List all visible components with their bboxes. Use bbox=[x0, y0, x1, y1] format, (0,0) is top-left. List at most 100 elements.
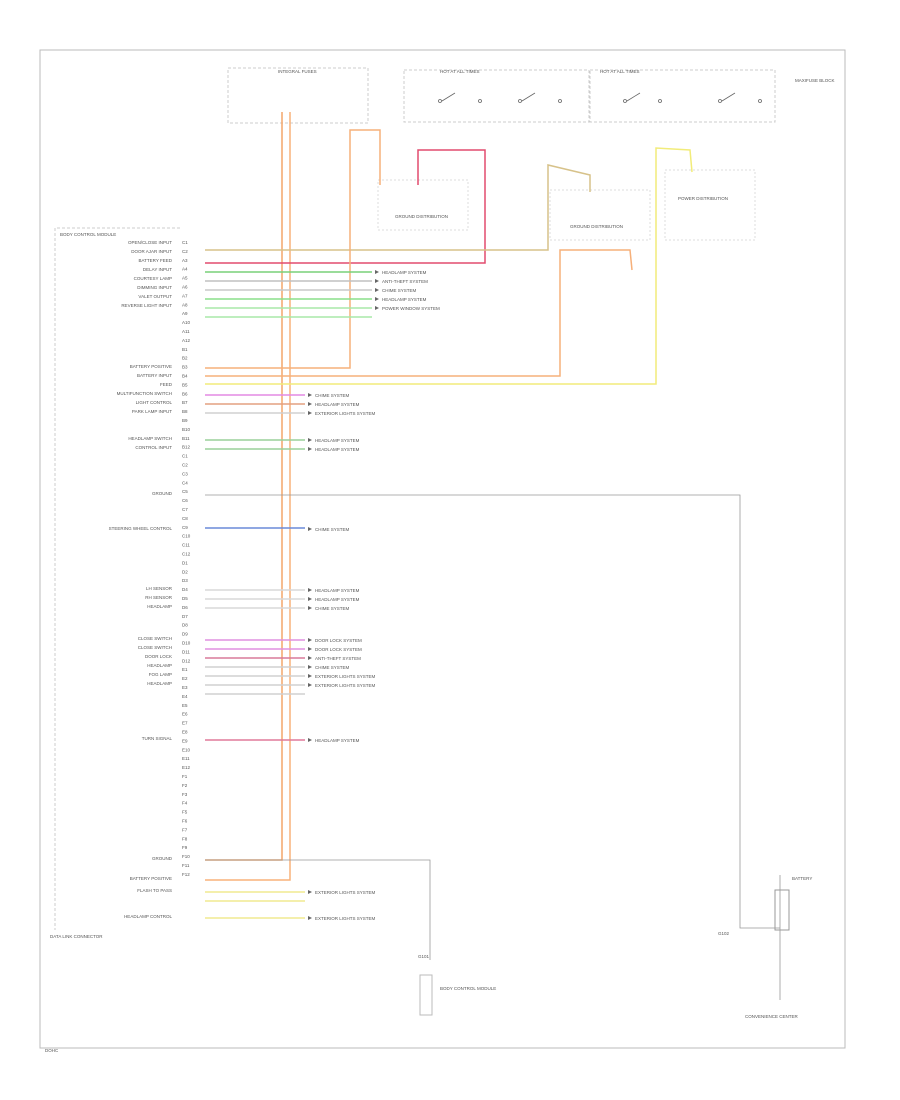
pin-label: E12 bbox=[182, 765, 191, 770]
pin-label: C6 bbox=[182, 498, 188, 503]
pin-label: A12 bbox=[182, 338, 191, 343]
pin-label: F3 bbox=[182, 792, 188, 797]
pin-column: C1C2A3A4A5A6A7A8A9A10A11A12B1B2B3B4B5B6B… bbox=[182, 240, 191, 877]
corner-label: DOHC bbox=[45, 1048, 59, 1053]
pin-label: E11 bbox=[182, 756, 190, 761]
circuit-label: CLOSE SWITCH bbox=[138, 645, 172, 650]
arrow-icon bbox=[308, 656, 312, 660]
circuit-label: COURTESY LAMP bbox=[134, 276, 172, 281]
pin-label: E8 bbox=[182, 730, 188, 735]
circuit-label: DOOR LOCK bbox=[145, 654, 172, 659]
pin-label: F1 bbox=[182, 774, 188, 779]
pin-label: D8 bbox=[182, 623, 188, 628]
orange-wire-2 bbox=[205, 112, 291, 881]
arrow-icon bbox=[308, 638, 312, 642]
pin-label: A3 bbox=[182, 258, 188, 263]
pin-label: E10 bbox=[182, 747, 191, 752]
circuit-label: LIGHT CONTROL bbox=[136, 400, 173, 405]
pin-label: B8 bbox=[182, 409, 188, 414]
system-destination-label: ANTI-THEFT SYSTEM bbox=[382, 279, 428, 284]
arrow-icon bbox=[308, 647, 312, 651]
system-destination-label: CHIME SYSTEM bbox=[315, 665, 350, 670]
circuit-label: RH SENSOR bbox=[145, 595, 173, 600]
fuse-block-1 bbox=[227, 67, 369, 124]
pin-label: F12 bbox=[182, 872, 190, 877]
arrow-icon bbox=[308, 393, 312, 397]
pin-label: A8 bbox=[182, 302, 188, 307]
bcm-header: BODY CONTROL MODULE bbox=[60, 232, 116, 237]
convenience-box bbox=[774, 889, 790, 931]
orange-wire bbox=[205, 112, 283, 861]
circuit-label: OPEN/CLOSE INPUT bbox=[128, 240, 172, 245]
arrow-icon bbox=[375, 270, 379, 274]
pin-label: C7 bbox=[182, 507, 188, 512]
arrow-icon bbox=[308, 438, 312, 442]
circuit-label: HEADLAMP bbox=[147, 663, 172, 668]
pin-label: F7 bbox=[182, 827, 188, 832]
pin-label: B5 bbox=[182, 382, 188, 387]
system-destination-label: DOOR LOCK SYSTEM bbox=[315, 638, 362, 643]
pin-label: C1 bbox=[182, 454, 188, 459]
system-destination-label: CHIME SYSTEM bbox=[315, 393, 350, 398]
arrow-icon bbox=[308, 402, 312, 406]
red-wire bbox=[205, 149, 486, 264]
ground-wires bbox=[205, 494, 781, 1000]
pin-label: B7 bbox=[182, 400, 188, 405]
pin-label: E2 bbox=[182, 676, 188, 681]
pin-label: A7 bbox=[182, 293, 188, 298]
fuse-block-3-label: HOT AT ALL TIMES bbox=[600, 69, 640, 74]
pin-label: B4 bbox=[182, 374, 188, 379]
pin-label: F5 bbox=[182, 810, 188, 815]
ground-distribution-box-2 bbox=[549, 189, 651, 241]
system-destination-label: HEADLAMP SYSTEM bbox=[382, 270, 427, 275]
pin-label: E7 bbox=[182, 721, 188, 726]
pin-label: B3 bbox=[182, 365, 188, 370]
diagram-frame bbox=[39, 49, 846, 1049]
circuit-label: LH SENSOR bbox=[146, 586, 173, 591]
pin-label: E5 bbox=[182, 703, 188, 708]
pin-label: F8 bbox=[182, 836, 188, 841]
arrow-icon bbox=[308, 683, 312, 687]
pin-label: F11 bbox=[182, 863, 190, 868]
system-destination-label: HEADLAMP SYSTEM bbox=[315, 447, 360, 452]
pin-label: F10 bbox=[182, 854, 190, 859]
circuit-label: STEERING WHEEL CONTROL bbox=[109, 526, 173, 531]
arrow-icon bbox=[375, 279, 379, 283]
pin-label: B2 bbox=[182, 356, 188, 361]
circuit-label: FOG LAMP bbox=[149, 672, 172, 677]
g-label-1: G101 bbox=[418, 954, 430, 959]
pin-label: F2 bbox=[182, 783, 188, 788]
circuit-label: PARK LAMP INPUT bbox=[132, 409, 172, 414]
system-destination-label: ANTI-THEFT SYSTEM bbox=[315, 656, 361, 661]
system-destination-label: HEADLAMP SYSTEM bbox=[315, 597, 360, 602]
pin-label: A9 bbox=[182, 311, 188, 316]
pin-label: A4 bbox=[182, 267, 188, 272]
power-distribution-box bbox=[664, 169, 756, 241]
pin-label: B1 bbox=[182, 347, 188, 352]
circuit-label: GROUND bbox=[152, 856, 173, 861]
arrow-icon bbox=[308, 527, 312, 531]
circuit-label: TURN SIGNAL bbox=[142, 736, 173, 741]
system-destination-label: HEADLAMP SYSTEM bbox=[315, 438, 360, 443]
circuit-label: MULTIFUNCTION SWITCH bbox=[117, 391, 172, 396]
g-label-2: G102 bbox=[718, 931, 730, 936]
system-destination-label: CHIME SYSTEM bbox=[315, 527, 350, 532]
pin-label: F4 bbox=[182, 801, 188, 806]
system-destination-label: HEADLAMP SYSTEM bbox=[382, 297, 427, 302]
pin-label: C2 bbox=[182, 463, 188, 468]
circuit-label: BATTERY POSITIVE bbox=[130, 876, 172, 881]
circuit-label: DIMMING INPUT bbox=[137, 285, 172, 290]
circuit-label: CLOSE SWITCH bbox=[138, 636, 172, 641]
system-destination-label: CHIME SYSTEM bbox=[382, 288, 417, 293]
circuit-label: HEADLAMP CONTROL bbox=[124, 914, 172, 919]
system-destination-label: EXTERIOR LIGHTS SYSTEM bbox=[315, 890, 376, 895]
pin-label: C10 bbox=[182, 534, 191, 539]
pin-label: B11 bbox=[182, 436, 190, 441]
ground-distribution-label-2: GROUND DISTRIBUTION bbox=[570, 224, 623, 229]
ground-distribution-box-1 bbox=[377, 179, 469, 231]
pin-label: C11 bbox=[182, 543, 190, 548]
arrow-icon bbox=[308, 447, 312, 451]
pin-label: D12 bbox=[182, 658, 191, 663]
arrow-icon bbox=[308, 665, 312, 669]
maxifuse-label: MAXIFUSE BLOCK bbox=[795, 78, 835, 83]
